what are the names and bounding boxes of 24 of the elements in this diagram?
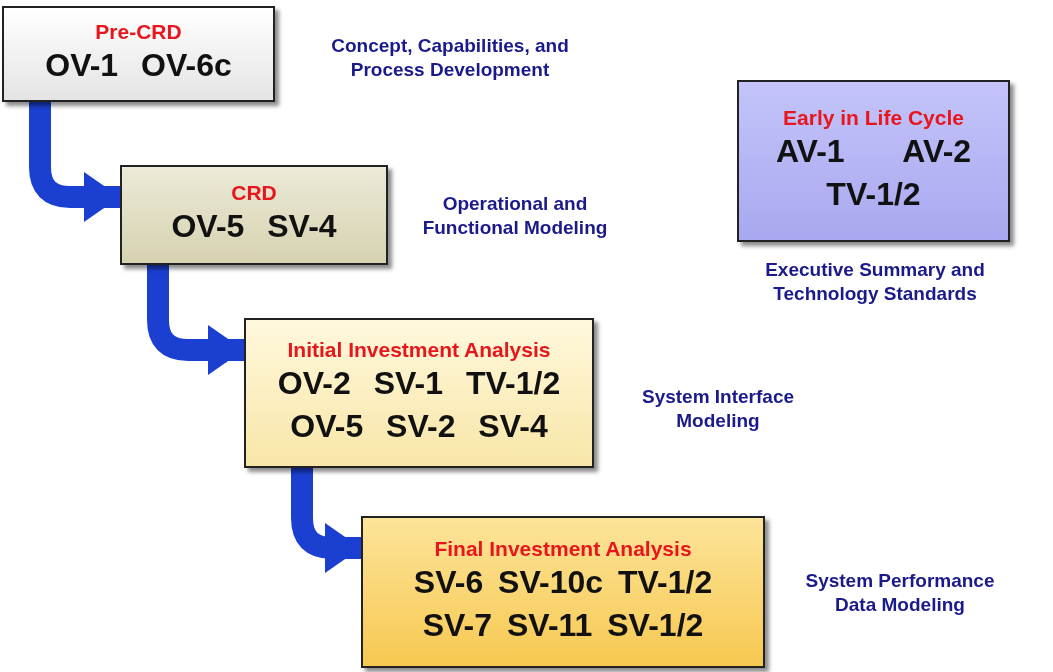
node-caption: System Performance Data Modeling	[804, 569, 996, 617]
view-codes: OV-2 SV-1 TV-1/2	[277, 363, 561, 403]
node-caption: Operational and Functional Modeling	[421, 192, 609, 240]
view-codes: SV-7 SV-11 SV-1/2	[422, 606, 704, 645]
view-codes: TV-1/2	[826, 175, 921, 214]
box-heading: Final Investment Analysis	[434, 536, 692, 561]
box-heading: CRD	[231, 181, 277, 206]
view-codes: AV-1 AV-2	[775, 131, 972, 171]
node-caption: Executive Summary and Technology Standards	[764, 258, 986, 306]
view-codes: SV-6 SV-10c TV-1/2	[413, 562, 713, 602]
view-codes: OV-5 SV-4	[171, 207, 337, 247]
process-box	[737, 80, 1010, 242]
process-box	[120, 165, 388, 265]
view-codes: OV-5 SV-2 SV-4	[290, 407, 548, 446]
view-codes: OV-1 OV-6c	[45, 46, 232, 86]
curved-arrow	[29, 102, 120, 222]
node-caption: System Interface Modeling	[640, 385, 796, 433]
box-heading: Pre-CRD	[95, 20, 182, 45]
box-heading: Initial Investment Analysis	[287, 337, 551, 362]
box-heading: Early in Life Cycle	[783, 105, 964, 130]
process-box	[2, 6, 275, 102]
process-box	[244, 318, 594, 468]
process-box	[361, 516, 765, 668]
node-caption: Concept, Capabilities, and Process Development	[330, 34, 570, 82]
